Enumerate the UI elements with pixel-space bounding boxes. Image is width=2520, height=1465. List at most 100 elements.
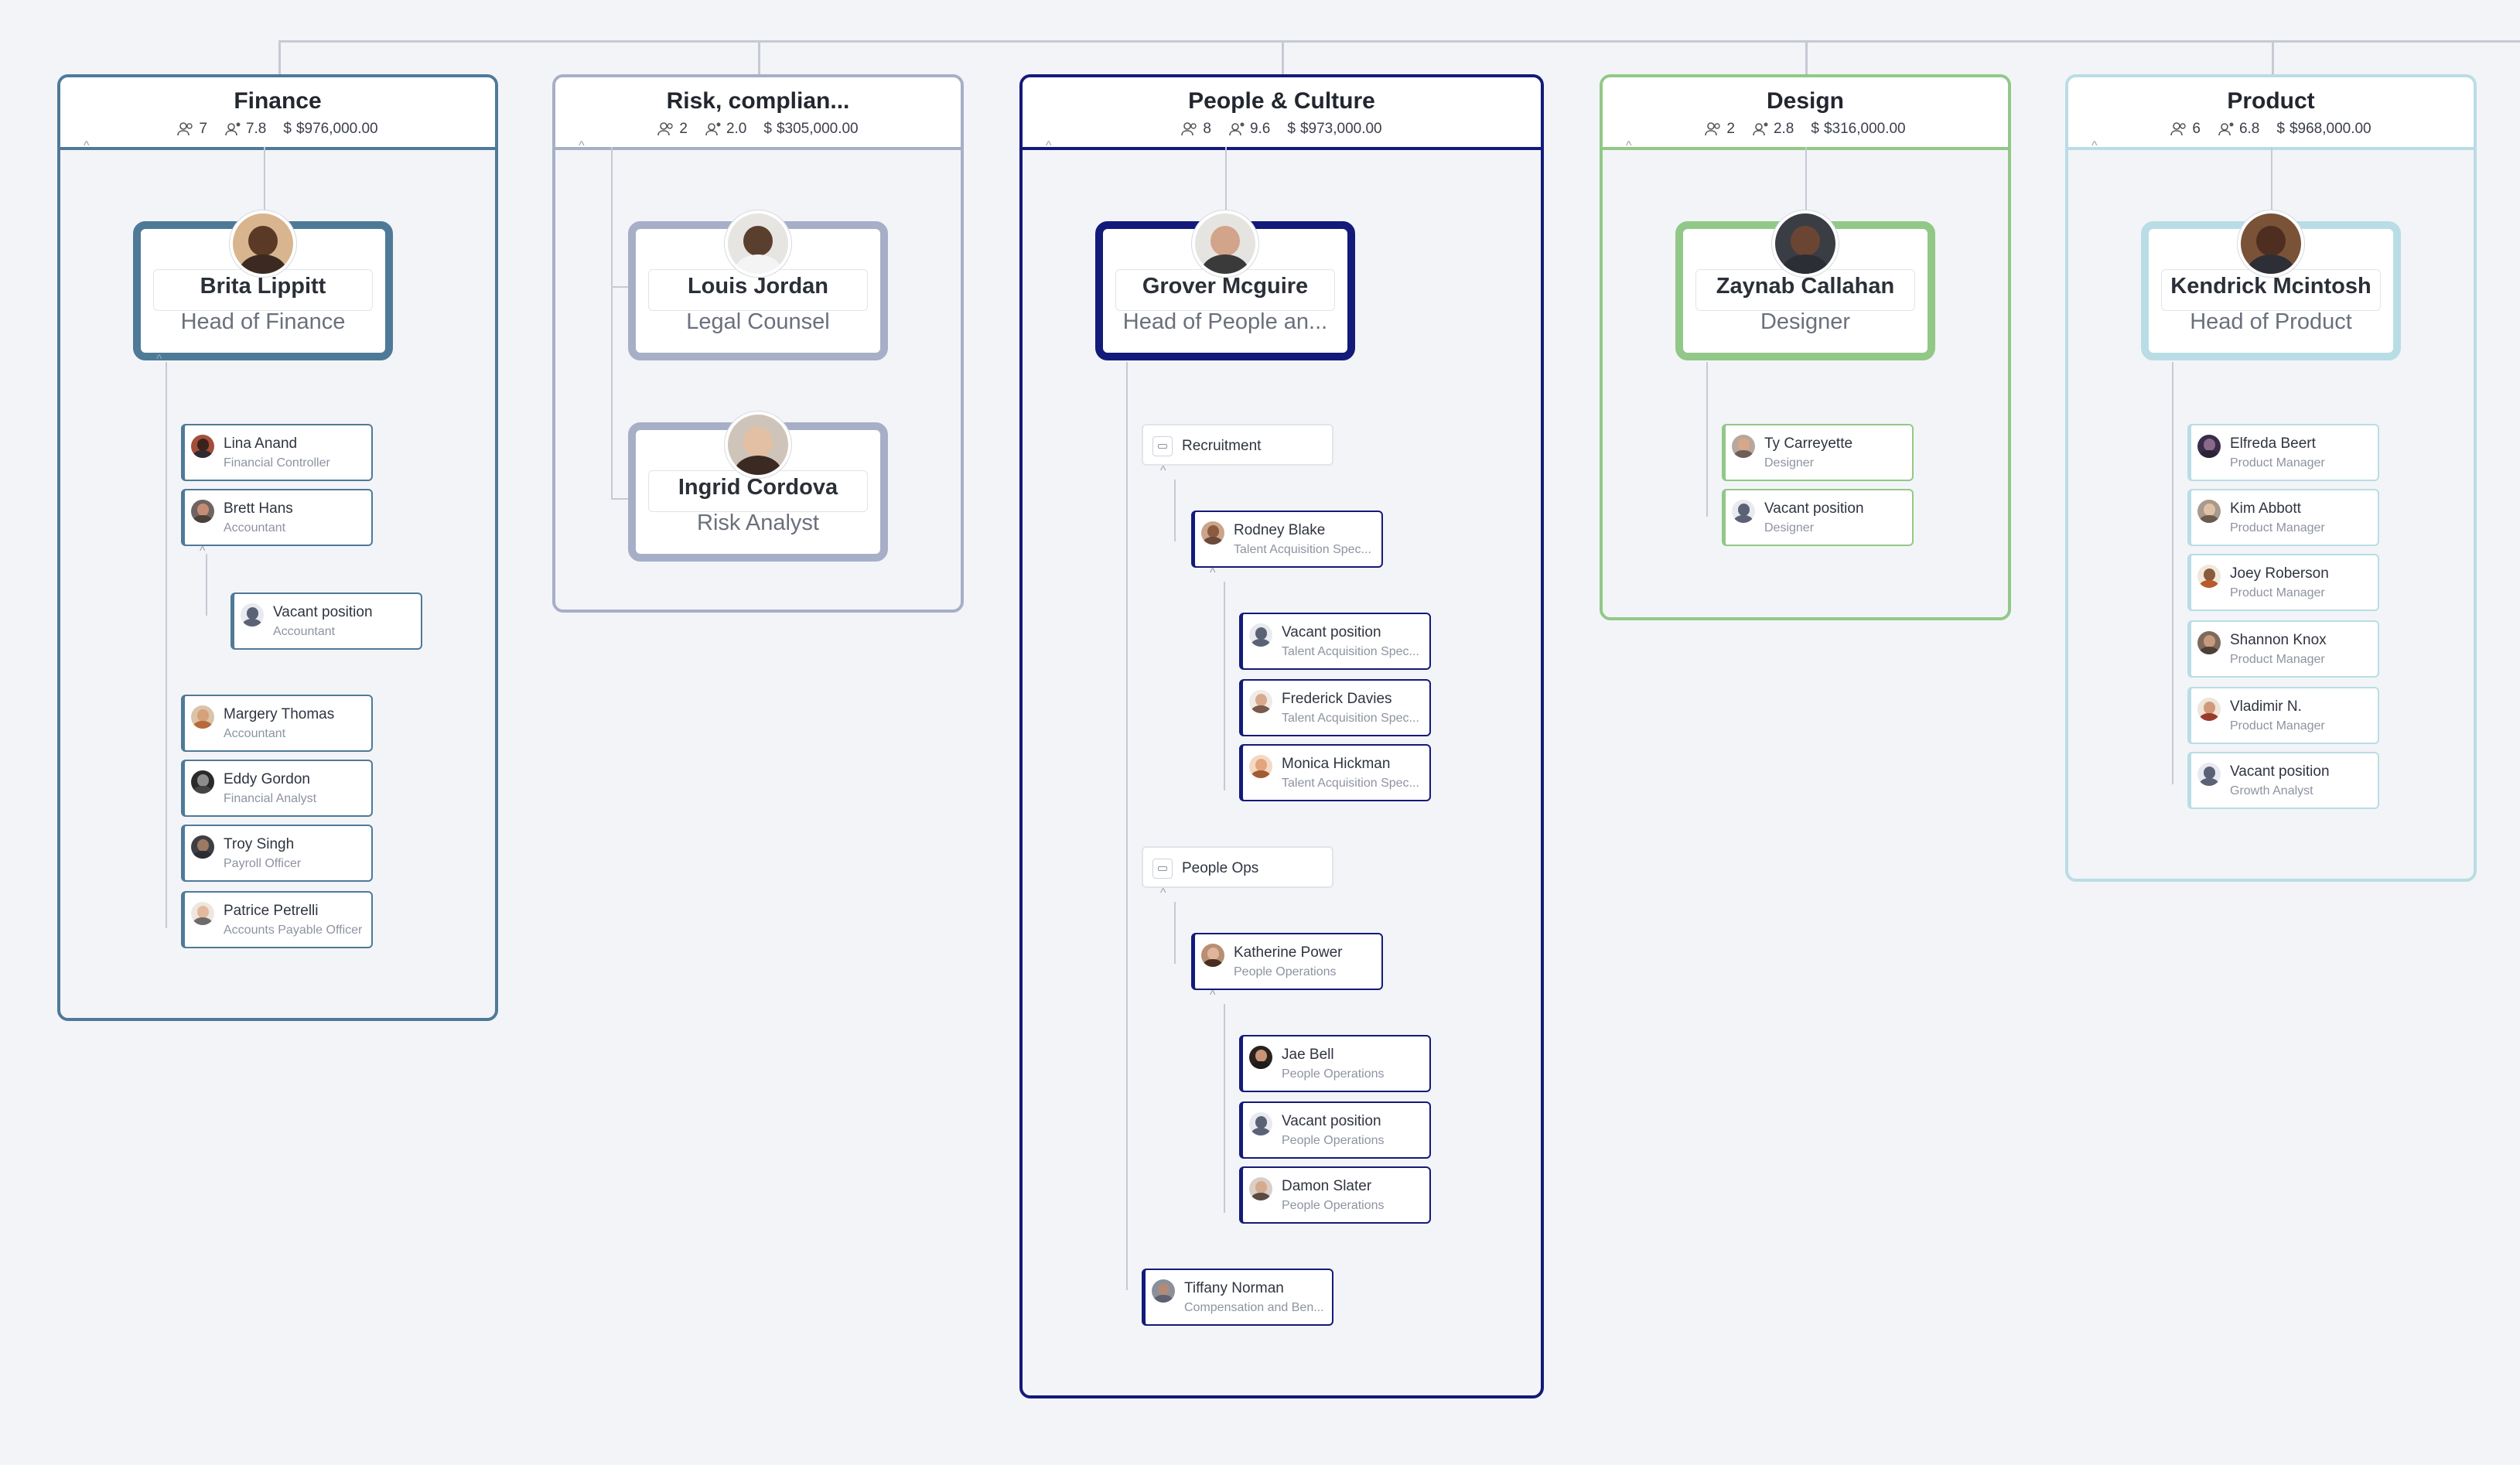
collapse-caret-icon[interactable]: ^ bbox=[1626, 139, 1632, 152]
collapse-caret-icon[interactable]: ^ bbox=[579, 139, 585, 152]
employee-name: Eddy Gordon bbox=[224, 771, 310, 787]
head-role: Designer bbox=[1760, 309, 1851, 334]
avatar bbox=[2197, 631, 2221, 654]
avatar bbox=[725, 210, 791, 277]
employee-name: Vacant position bbox=[1282, 1113, 1381, 1129]
people-icon bbox=[177, 122, 193, 136]
collapse-caret-icon[interactable]: ^ bbox=[200, 545, 206, 558]
avatar bbox=[2197, 565, 2221, 588]
employee-role: Designer bbox=[1764, 521, 1815, 534]
connector-line bbox=[1174, 480, 1176, 541]
collapse-caret-icon[interactable]: ^ bbox=[1210, 566, 1216, 579]
employee-name: Lina Anand bbox=[224, 435, 298, 452]
connector-line bbox=[611, 147, 613, 500]
employee-role: Accounts Payable Officer bbox=[224, 924, 363, 937]
collapse-caret-icon[interactable]: ^ bbox=[1210, 989, 1216, 1002]
connector-line bbox=[611, 498, 631, 500]
employee-name: Vladimir N. bbox=[2230, 698, 2302, 715]
dollar-icon: $ bbox=[1811, 121, 1819, 137]
avatar bbox=[191, 500, 214, 523]
department-header[interactable]: Product 6 6.8 $$968,000.00 bbox=[2068, 77, 2474, 150]
dollar-icon: $ bbox=[2276, 121, 2285, 137]
group-recruitment[interactable]: Recruitment bbox=[1142, 424, 1333, 466]
avatar bbox=[1249, 1177, 1272, 1200]
head-card-finance[interactable]: Brita Lippitt Head of Finance bbox=[133, 221, 393, 360]
department-header[interactable]: People & Culture 8 9.6 $$973,000.00 bbox=[1023, 77, 1541, 150]
connector-line bbox=[1805, 147, 1807, 218]
employee-name: Vacant position bbox=[1764, 500, 1864, 517]
avatar bbox=[1152, 1279, 1175, 1303]
group-label: People Ops bbox=[1182, 860, 1259, 876]
collapse-caret-icon[interactable]: ^ bbox=[84, 139, 90, 152]
employee-role: Financial Controller bbox=[224, 456, 330, 470]
head-name: Grover Mcguire bbox=[1142, 274, 1309, 299]
department-header[interactable]: Finance 7 7.8 $$976,000.00 bbox=[60, 77, 495, 150]
department-title: Design bbox=[1766, 88, 1845, 114]
avatar bbox=[191, 770, 214, 794]
collapse-caret-icon[interactable]: ^ bbox=[2091, 139, 2098, 152]
span-value: 6.8 bbox=[2238, 121, 2260, 137]
avatar bbox=[2197, 698, 2221, 721]
head-role: Head of People an... bbox=[1122, 309, 1328, 334]
employee-role: Product Manager bbox=[2230, 653, 2325, 666]
employee-name: Brett Hans bbox=[224, 500, 293, 517]
employee-name: Patrice Petrelli bbox=[224, 903, 319, 919]
avatar bbox=[191, 705, 214, 729]
employee-name: Vacant position bbox=[273, 604, 373, 620]
collapse-caret-icon[interactable]: ^ bbox=[1046, 139, 1052, 152]
group-people-ops[interactable]: People Ops bbox=[1142, 846, 1333, 888]
employee-role: People Operations bbox=[1282, 1134, 1385, 1147]
department-stats: 2 2.0 $$305,000.00 bbox=[657, 121, 859, 138]
budget-value: $305,000.00 bbox=[776, 121, 859, 137]
dollar-icon: $ bbox=[763, 121, 772, 137]
head-role: Head of Product bbox=[2190, 309, 2352, 334]
connector-line bbox=[1706, 362, 1708, 517]
employee-name: Monica Hickman bbox=[1282, 756, 1391, 772]
connector-line bbox=[2271, 147, 2272, 218]
employee-card[interactable]: Vladimir N.Product Manager bbox=[2187, 687, 2379, 744]
vacant-avatar-icon bbox=[1732, 500, 1755, 523]
department-title: Risk, complian... bbox=[666, 88, 850, 114]
collapse-caret-icon[interactable]: ^ bbox=[1160, 886, 1166, 900]
head-card-risk[interactable]: Louis Jordan Legal Counsel bbox=[628, 221, 888, 360]
connector-line bbox=[1225, 147, 1227, 218]
collapse-caret-icon[interactable]: ^ bbox=[1160, 464, 1166, 477]
avatar bbox=[230, 210, 296, 277]
connector-line bbox=[166, 362, 167, 928]
avatar bbox=[1732, 435, 1755, 458]
department-header[interactable]: Risk, complian... 2 2.0 $$305,000.00 bbox=[555, 77, 961, 150]
connector-line bbox=[1224, 582, 1225, 791]
headcount-value: 2 bbox=[679, 121, 688, 137]
employee-role: Compensation and Ben... bbox=[1184, 1301, 1324, 1314]
employee-role: Growth Analyst bbox=[2230, 784, 2313, 797]
head-name: Louis Jordan bbox=[687, 274, 829, 299]
employee-name: Rodney Blake bbox=[1234, 522, 1326, 538]
employee-role: Financial Analyst bbox=[224, 792, 317, 805]
dept-connector-design bbox=[1805, 40, 1808, 76]
department-header[interactable]: Design 2 2.8 $$316,000.00 bbox=[1603, 77, 2008, 150]
collapse-caret-icon[interactable]: ^ bbox=[156, 353, 162, 366]
